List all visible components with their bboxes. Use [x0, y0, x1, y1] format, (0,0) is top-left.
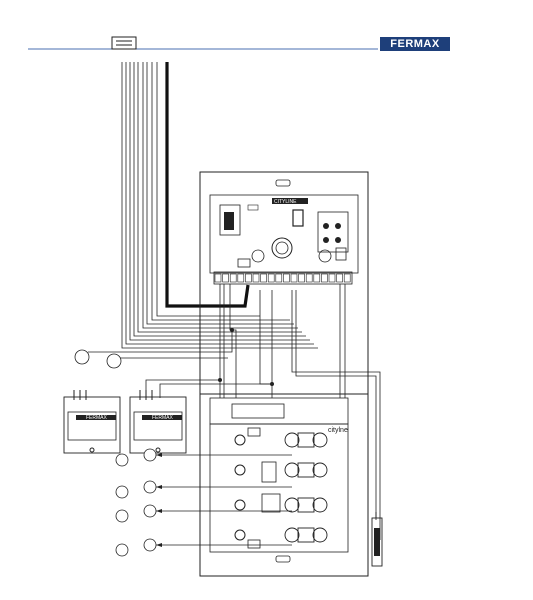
terminal-screw — [299, 274, 305, 282]
power-supply-2: FERMAX — [130, 390, 186, 453]
terminal-screw — [230, 274, 236, 282]
upper-panel: CITYLINE — [200, 172, 368, 394]
connector-rows — [285, 433, 327, 542]
connector — [298, 528, 314, 542]
psu-1-label: FERMAX — [86, 415, 108, 421]
connector — [298, 463, 314, 477]
terminal-screw — [253, 274, 259, 282]
terminal-screw — [238, 274, 244, 282]
callout-group-lower — [116, 449, 292, 556]
callout-circle — [144, 481, 156, 493]
door-lock-icon — [372, 512, 382, 566]
pushbutton — [313, 528, 327, 542]
pushbutton — [285, 463, 299, 477]
terminal-screw — [329, 274, 335, 282]
pushbutton — [313, 433, 327, 447]
pushbutton — [285, 433, 299, 447]
speaker-icon — [272, 238, 292, 258]
terminal-screw — [268, 274, 274, 282]
pushbutton-icon — [112, 37, 136, 49]
pushbutton — [285, 528, 299, 542]
terminal-screw — [306, 274, 312, 282]
callout-circle — [144, 539, 156, 551]
terminal-screw — [261, 274, 267, 282]
psu-2-label: FERMAX — [152, 415, 174, 421]
arrow-head — [156, 543, 162, 547]
terminal-block — [215, 274, 350, 282]
terminal-screw — [276, 274, 282, 282]
thick-cable — [167, 62, 248, 306]
terminal-screw — [215, 274, 221, 282]
brand-logo: FERMAX — [380, 37, 450, 51]
arrow-head — [156, 509, 162, 513]
terminal-screw — [223, 274, 229, 282]
module-label: CITYLINE — [274, 199, 297, 205]
callout-circle — [116, 510, 128, 522]
power-supply-1: FERMAX — [64, 390, 120, 453]
callout-group-top — [75, 350, 121, 368]
connector — [298, 433, 314, 447]
terminal-screw — [314, 274, 320, 282]
terminal-screw — [344, 274, 350, 282]
pushbutton — [285, 498, 299, 512]
pushbutton — [313, 498, 327, 512]
terminal-screw — [337, 274, 343, 282]
callout-circle — [116, 486, 128, 498]
connector — [298, 498, 314, 512]
arrow-head — [156, 453, 162, 457]
terminal-screw — [283, 274, 289, 282]
panel-wires — [88, 284, 380, 540]
terminal-screw — [245, 274, 251, 282]
pushbutton — [313, 463, 327, 477]
arrow-head — [156, 485, 162, 489]
callout-circle — [116, 544, 128, 556]
callout-circle — [116, 454, 128, 466]
callout-circle — [144, 449, 156, 461]
terminal-screw — [321, 274, 327, 282]
lower-panel: citylne — [200, 394, 368, 576]
badge-label: citylne — [328, 427, 348, 434]
terminal-screw — [291, 274, 297, 282]
callout-circle — [144, 505, 156, 517]
